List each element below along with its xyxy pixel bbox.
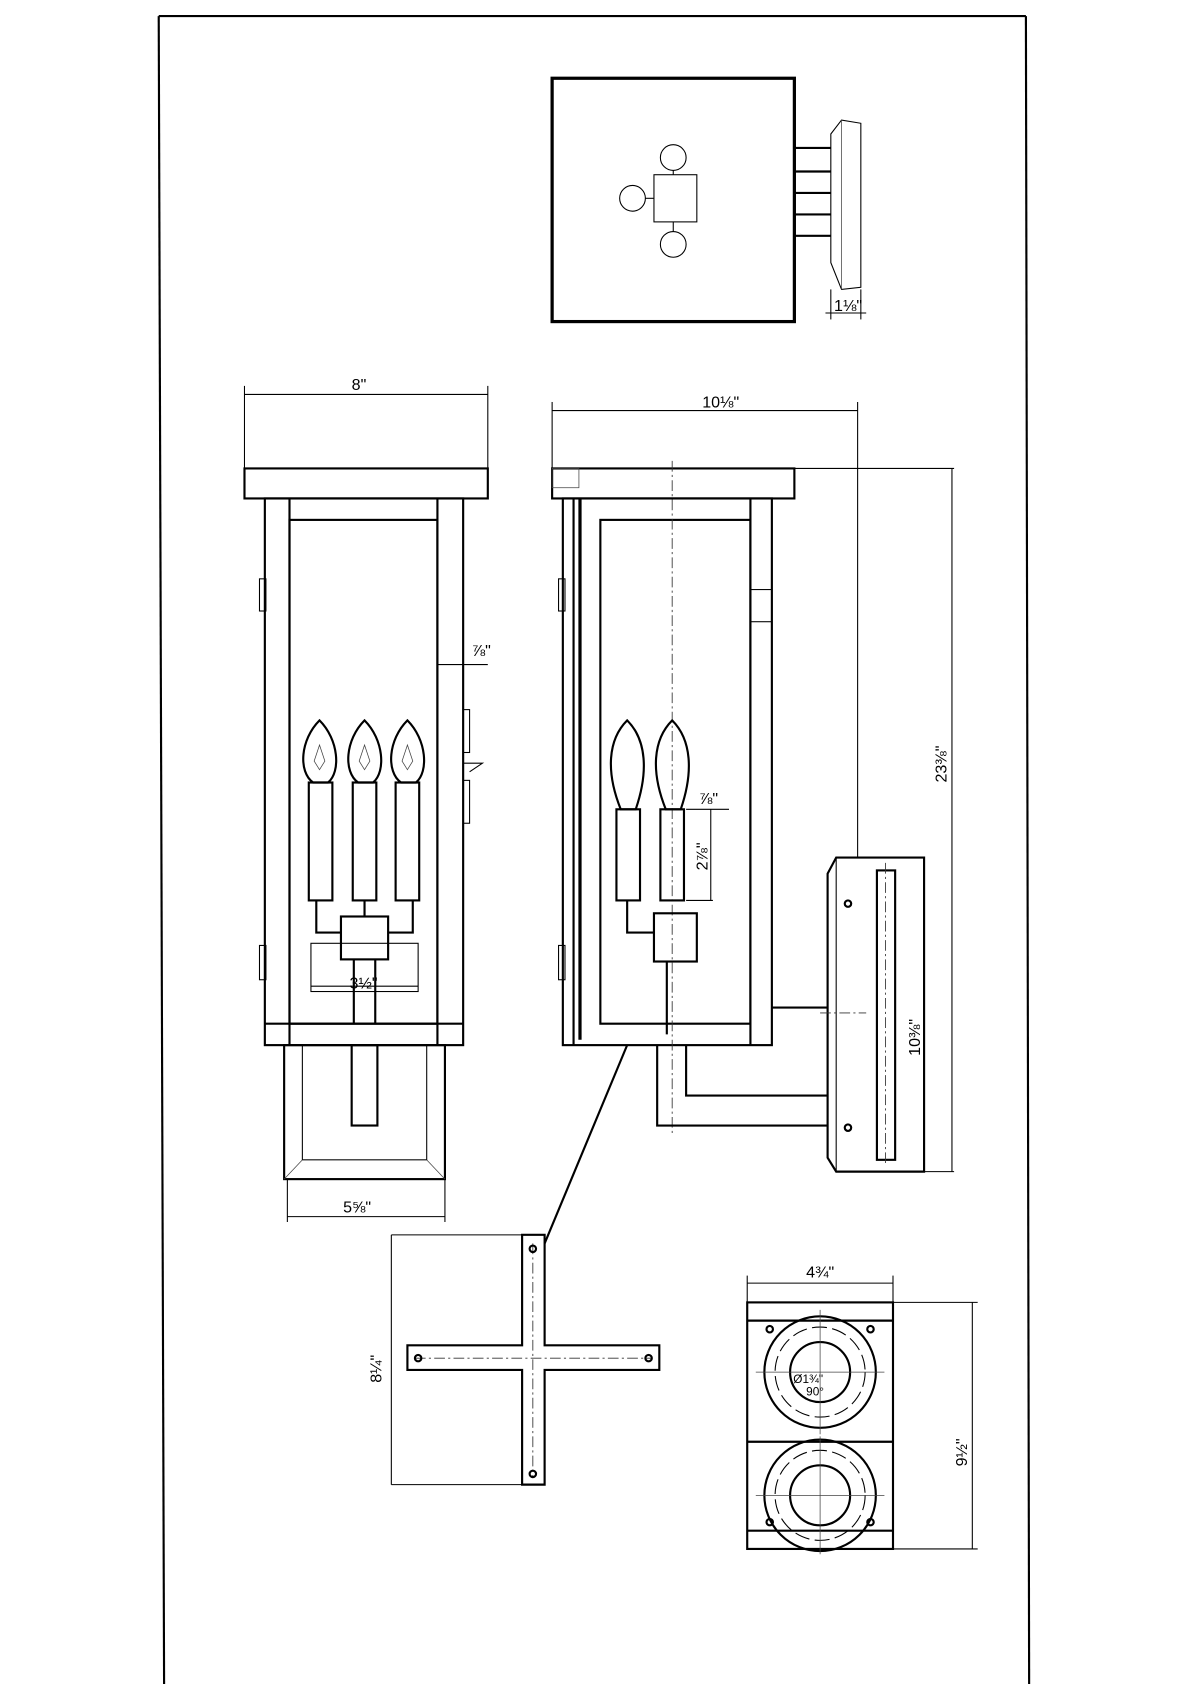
detail-leader-line [543,1044,629,1244]
front-view: 8" ⅞" 3½" [243,376,491,1222]
mounting-plate-detail: 4¾" Ø1¾" 90° 9½" [746,1264,978,1555]
side-candles: ⅞" 2⅞" [609,718,729,1035]
dim-knockout-diameter: Ø1¾" [793,1373,823,1386]
knockout-upper: Ø1¾" 90° [755,1309,885,1435]
crossbar-detail: 8¼" [368,1233,661,1486]
knockout-lower [755,1436,885,1555]
dim-candle-height: 2⅞" [694,842,712,870]
dim-knockout-angle: 90° [806,1386,824,1399]
dim-overall-height: 23⅜" [933,745,951,782]
dim-mount-height: 9½" [953,1438,971,1466]
top-arms [794,146,831,237]
side-view: 10⅛" ⅞" 2⅞" [551,393,955,1173]
dim-front-width: 8" [352,376,367,394]
side-arm [656,1006,828,1127]
dim-cluster-width: 3½" [350,974,378,992]
dim-crossbar-height: 8¼" [368,1354,386,1382]
dim-top-wall-plate: 1⅛" [834,297,862,315]
dim-frame-post: ⅞" [472,642,491,660]
side-backplate: 10⅜" [820,856,926,1173]
dim-side-depth: 10⅛" [702,393,739,411]
keyhole-slots [765,1324,875,1527]
dim-socket-offset: ⅞" [699,790,718,808]
dim-mount-width: 4¾" [806,1264,834,1282]
front-candles: 3½" [302,718,426,1024]
page-border [157,15,1031,1684]
top-view: 1⅛" [550,76,867,324]
dim-bracket-width: 5⅝" [343,1198,371,1216]
front-bracket: 5⅝" [283,1044,447,1222]
dim-backplate-height: 10⅜" [906,1019,924,1056]
